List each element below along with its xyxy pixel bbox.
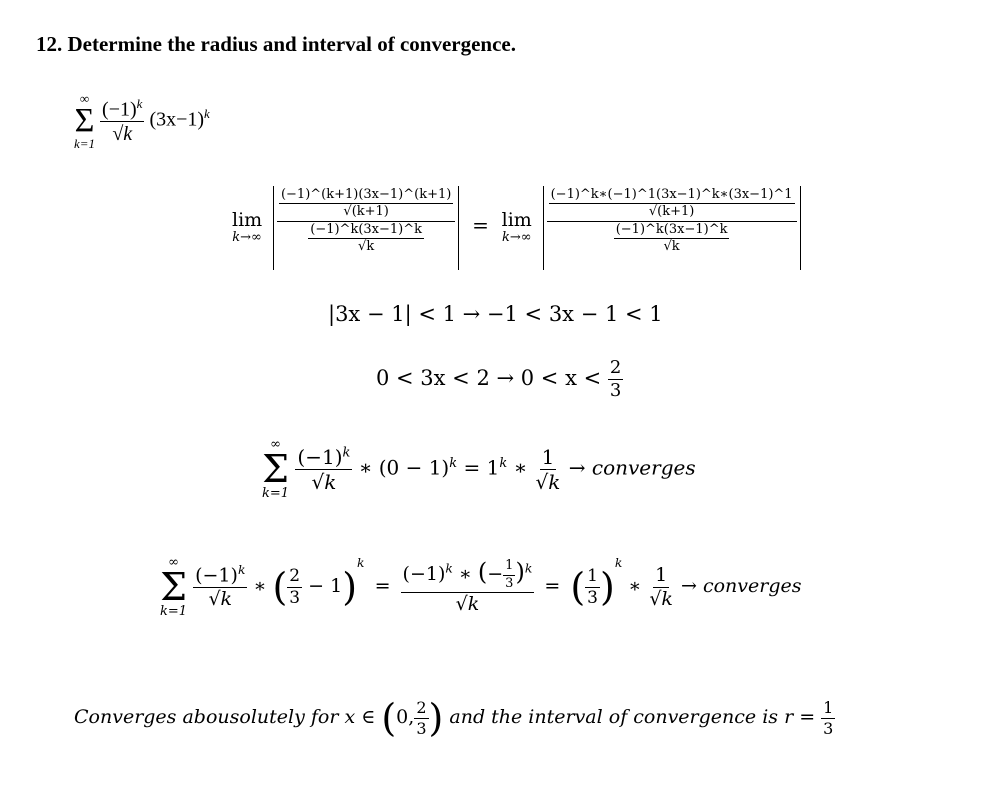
sum3-lower: k=1	[160, 604, 188, 620]
ep1-den: √k	[311, 469, 337, 494]
problem-title: 12. Determine the radius and interval of…	[36, 32, 516, 56]
ep2-num: (−1)	[195, 564, 238, 587]
ep2-paren-den: 3	[289, 587, 301, 608]
ep2-last-num: 1	[653, 563, 670, 588]
abs-value-left: (−1)^(k+1)(3x−1)^(k+1) √(k+1) (−1)^k(3x−…	[272, 186, 460, 270]
sum2-lower: k=1	[262, 486, 290, 502]
ep2-paren-num: 2	[287, 565, 303, 588]
ep2-fraction: (−1)k √k	[193, 563, 248, 611]
summation-symbol: ∞ Σ k=1	[74, 92, 95, 150]
ep2-mid-inner-num: 1	[503, 559, 516, 576]
ep2-third-num: 1	[585, 565, 600, 588]
ep1-f-den: √k	[535, 469, 561, 494]
summation-symbol-2: ∞ Σ k=1	[262, 437, 290, 502]
abs-value-right: (−1)^k∗(−1)^1(3x−1)^k∗(3x−1)^1 √(k+1) (−…	[542, 186, 801, 270]
ep2-eq2: =	[544, 575, 561, 598]
ep1-num-exp: k	[342, 444, 351, 460]
left-top-num: (−1)^(k+1)(3x−1)^(k+1)	[278, 187, 454, 205]
conclusion-text-a: Converges abousolutely for x ∈	[74, 706, 376, 728]
ep1-f-num: 1	[539, 444, 557, 470]
conclusion-r-num: 1	[821, 697, 836, 719]
inequality-2-text: 0 < 3x < 2 → 0 < x <	[376, 365, 602, 390]
sigma-glyph: Σ	[74, 102, 95, 139]
inequality-2-fraction: 2 3	[607, 357, 624, 401]
left-bot-num: (−1)^k(3x−1)^k	[308, 222, 425, 239]
inequality-1: |3x − 1| < 1 → −1 < 3x − 1 < 1	[328, 302, 663, 326]
sum-lower-limit: k=1	[74, 136, 96, 152]
conclusion-int-num: 2	[414, 697, 429, 719]
ep2-mid-num: (−1)	[402, 563, 446, 586]
ep1-result: → converges	[568, 455, 696, 480]
ep2-mid-k-exp: k	[524, 561, 533, 576]
ep2-star: ∗	[253, 575, 267, 598]
ep2-mid-inner-sign: −	[487, 563, 504, 586]
sum2-upper: ∞	[270, 437, 281, 452]
ep2-eq: =	[374, 575, 391, 598]
series-num: (−1)	[102, 98, 137, 121]
ep1-eq: = 1	[463, 455, 500, 480]
ep2-den: √k	[208, 588, 233, 611]
ineq-frac-den: 3	[609, 379, 622, 401]
conclusion-text-b: and the interval of convergence is r =	[449, 706, 816, 728]
summation-symbol-3: ∞ Σ k=1	[160, 555, 188, 620]
conclusion-radius-frac: 1 3	[821, 697, 836, 738]
series-num-exp: k	[136, 95, 143, 111]
ep2-last-den: √k	[649, 587, 673, 610]
ep1-star: ∗	[513, 455, 528, 480]
lim-sub-right: k→∞	[501, 230, 532, 246]
left-bot-den: √k	[358, 238, 375, 254]
series-expression: ∞ Σ k=1 (−1)k √k (3x−1)k	[74, 92, 210, 150]
conclusion-r-den: 3	[823, 718, 834, 738]
ep2-last-frac: 1 √k	[647, 563, 675, 610]
endpoint-two-thirds: ∞ Σ k=1 (−1)k √k ∗ ( 2 3 − 1)k = (−1)k ∗…	[160, 555, 802, 620]
series-factor-exp: k	[204, 106, 210, 122]
sum3-upper: ∞	[168, 555, 179, 570]
conclusion-int-den: 3	[416, 718, 427, 738]
ep2-mid-num-exp: k	[445, 561, 453, 576]
endpoint-zero: ∞ Σ k=1 (−1)k √k ∗ (0 − 1)k = 1k ∗ 1 √k …	[262, 438, 696, 500]
ep1-one-over-root: 1 √k	[534, 446, 563, 493]
ep1-eq-exp: k	[499, 455, 508, 471]
ep2-mid-den: √k	[455, 593, 480, 615]
series-factor: (3x−1)	[149, 108, 205, 131]
ep1-middle-exp: k	[449, 455, 458, 471]
ep2-k-exp: k	[357, 556, 365, 570]
ep2-third-k-exp: k	[614, 556, 623, 570]
lim-sub-left: k→∞	[232, 230, 262, 246]
ep2-minus-one: − 1	[308, 575, 343, 598]
sum-upper-limit: ∞	[79, 91, 90, 106]
right-top-num: (−1)^k∗(−1)^1(3x−1)^k∗(3x−1)^1	[548, 187, 795, 205]
ep2-mid-star: ∗	[458, 563, 472, 586]
inequality-2: 0 < 3x < 2 → 0 < x < 2 3	[376, 357, 624, 401]
left-top-den: √(k+1)	[343, 204, 389, 220]
limit-right: lim k→∞	[501, 209, 532, 246]
ep2-third-frac: 1 3	[585, 567, 600, 607]
ep2-mid-inner-den: 3	[505, 575, 514, 591]
limit-left: lim k→∞	[232, 209, 263, 246]
lim-word-left: lim	[232, 209, 263, 232]
ratio-equals: =	[472, 213, 489, 237]
ineq-frac-num: 2	[607, 357, 624, 380]
ep2-paren-frac: 2 3	[287, 565, 303, 608]
conclusion-interval-left: 0,	[396, 706, 415, 728]
right-bot-num: (−1)^k(3x−1)^k	[613, 222, 730, 239]
compound-fraction-left: (−1)^(k+1)(3x−1)^(k+1) √(k+1) (−1)^k(3x−…	[276, 187, 456, 254]
ep2-third-den: 3	[587, 587, 598, 608]
ep1-num: (−1)	[297, 444, 343, 469]
series-den: √k	[112, 123, 133, 146]
right-top-den: √(k+1)	[648, 204, 695, 220]
ratio-test: lim k→∞ (−1)^(k+1)(3x−1)^(k+1) √(k+1) (−…	[232, 186, 801, 270]
endpoint1-fraction: (−1)k √k	[295, 444, 353, 494]
ep2-num-exp: k	[237, 563, 246, 577]
ep2-star2: ∗	[628, 575, 642, 598]
ep1-middle: ∗ (0 − 1)	[358, 455, 450, 480]
ep2-result: → converges	[680, 575, 802, 598]
series-fraction: (−1)k √k	[100, 95, 145, 146]
lim-word-right: lim	[501, 209, 532, 232]
compound-fraction-right: (−1)^k∗(−1)^1(3x−1)^k∗(3x−1)^1 √(k+1) (−…	[546, 187, 797, 254]
right-bot-den: √k	[663, 238, 680, 254]
